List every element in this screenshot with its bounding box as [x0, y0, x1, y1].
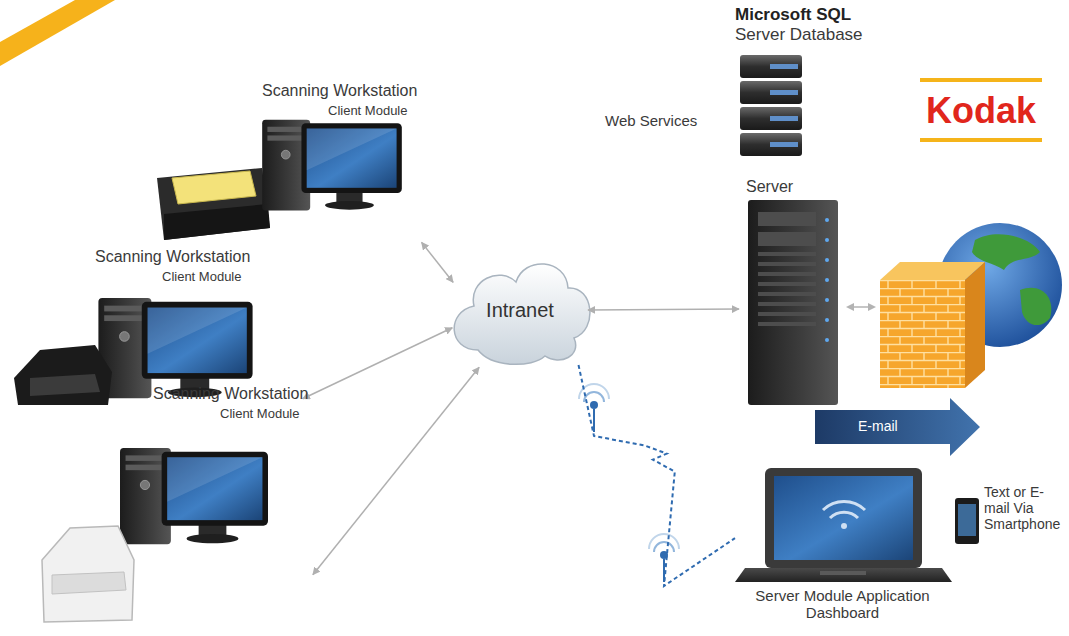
- logo-bar: [920, 138, 1042, 142]
- laptop-node: Server Module Application Dashboard: [735, 467, 950, 625]
- double-arrow: [846, 303, 876, 311]
- database-node: Microsoft SQLServer Database: [735, 5, 865, 163]
- computer: [120, 448, 268, 544]
- brand-logo: Kodak: [922, 90, 1040, 131]
- scanner: [42, 526, 134, 622]
- scanner: [157, 168, 270, 240]
- workstation-node: Scanning WorkstationClient Module: [10, 248, 300, 408]
- scanner-paper: [172, 171, 256, 204]
- cloud-node: Intranet: [455, 255, 585, 365]
- workstation-node: Scanning WorkstationClient Module: [35, 385, 311, 625]
- node-subtitle: Server Database: [735, 25, 863, 45]
- node-title: Server: [746, 178, 793, 196]
- database-icon: [740, 55, 802, 156]
- node-title: Scanning Workstation: [95, 248, 250, 266]
- server-tower: [748, 200, 838, 405]
- node-title: Scanning Workstation: [262, 82, 417, 100]
- node-subtitle: Client Module: [162, 270, 242, 285]
- scanner: [14, 345, 112, 405]
- network-arrow: [588, 308, 739, 310]
- node-title: Intranet: [486, 299, 554, 322]
- email-arrow: [815, 398, 980, 456]
- server-node: Server: [742, 178, 842, 408]
- network-arrow: [313, 367, 479, 574]
- node-title: Microsoft SQL: [735, 5, 851, 25]
- antenna: [649, 534, 679, 582]
- node-subtitle: Client Module: [220, 407, 300, 422]
- cloud: [454, 264, 590, 364]
- smartphone-node: Text or E-mail Via Smartphone: [950, 484, 1066, 554]
- antenna: [579, 384, 609, 432]
- node-title: Scanning Workstation: [153, 385, 308, 403]
- computer: [262, 120, 402, 211]
- network-arrow: [422, 242, 454, 282]
- node-title: Server Module Application Dashboard: [755, 587, 930, 622]
- node-subtitle: Client Module: [328, 104, 408, 119]
- network-arrow: [303, 328, 453, 399]
- corner-band: [0, 0, 115, 66]
- wireless-link: [579, 365, 736, 586]
- service-label: Web Services: [605, 112, 697, 129]
- laptop: [735, 468, 952, 582]
- node-title: Text or E-mail Via Smartphone: [984, 484, 1064, 532]
- workstation-node: Scanning WorkstationClient Module: [150, 80, 440, 240]
- computer: [98, 298, 252, 398]
- logo-bar: [920, 78, 1042, 82]
- firewall: [880, 262, 985, 388]
- smartphone: [955, 498, 979, 544]
- arrow-label: E-mail: [858, 418, 898, 434]
